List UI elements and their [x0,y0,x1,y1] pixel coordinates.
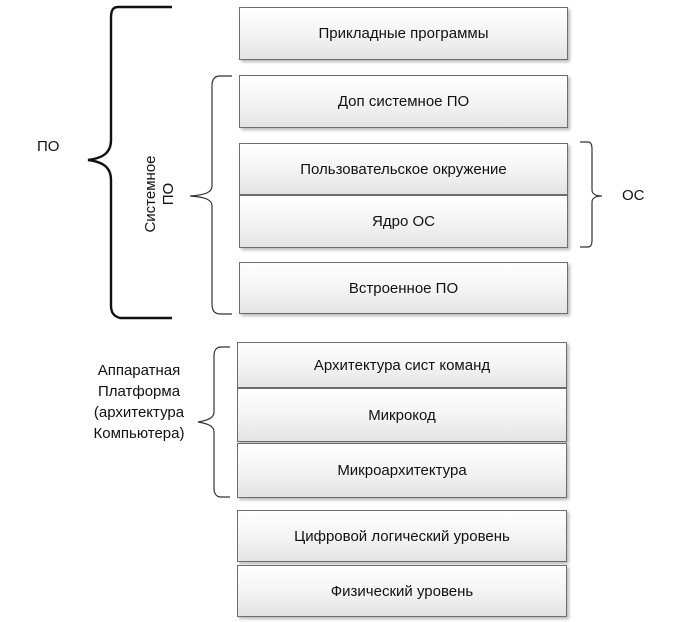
layer-label: Ядро ОС [372,213,435,230]
layer-label: Физический уровень [330,582,474,600]
group-label-os: ОС [622,187,645,204]
layer-label: Цифровой логический уровень [294,527,510,545]
hardware-line3: (архитектура [93,404,185,421]
hardware-line2: Платформа [97,383,181,400]
layer-label: Прикладные программы [318,25,489,42]
layer-app: Прикладные программы [239,7,568,60]
hardware-line4: Компьютера) [93,425,185,442]
layer-label: Микрокод [368,406,436,424]
system-po-line2: ПО [160,182,177,206]
group-label-system-po: Системное ПО [142,139,178,249]
po-brace [87,5,172,320]
layer-embedded: Встроенное ПО [239,262,568,314]
layer-label: Доп системное ПО [337,93,470,110]
layer-label: Встроенное ПО [348,279,459,297]
os-bracket [580,141,603,248]
system-po-line1: Системное [142,155,159,233]
layer-isa: Архитектура сист команд [237,342,567,388]
group-label-hardware: Аппаратная Платформа (архитектура Компью… [76,360,202,444]
layer-microarchitecture: Микроархитектура [237,443,567,498]
layer-label: Пользовательское окружение [300,160,507,178]
layer-kernel: Ядро ОС [239,195,568,248]
layer-user-environment: Пользовательское окружение [239,143,568,195]
layer-physical: Физический уровень [237,565,567,617]
group-label-po: ПО [37,138,60,155]
layer-microcode: Микрокод [237,388,567,442]
layer-dop-system: Доп системное ПО [239,75,568,128]
layer-label: Архитектура сист команд [313,356,491,374]
layer-digital-logic: Цифровой логический уровень [237,510,567,562]
hardware-bracket [197,346,230,498]
layer-label: Микроархитектура [337,462,467,479]
hardware-line1: Аппаратная [97,362,181,379]
system-po-bracket [189,75,232,315]
